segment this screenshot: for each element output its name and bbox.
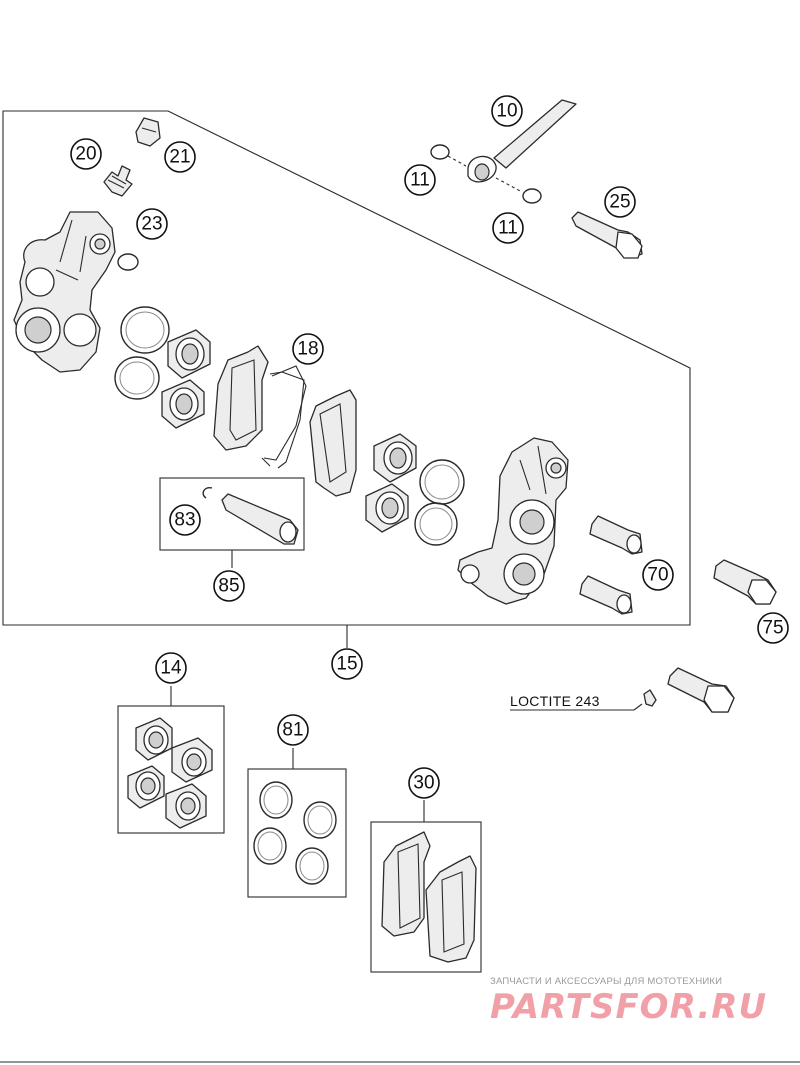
callout-75[interactable]: 75 <box>757 612 789 644</box>
axis-line-banjo <box>447 155 467 167</box>
callout-85[interactable]: 85 <box>213 570 245 602</box>
brake-pad-left <box>213 345 269 451</box>
pistons-right <box>365 433 417 533</box>
callout-21[interactable]: 21 <box>164 141 196 173</box>
callout-83[interactable]: 83 <box>169 504 201 536</box>
piston-seals-right <box>414 459 465 546</box>
svg-text:83: 83 <box>174 510 195 531</box>
svg-text:21: 21 <box>169 147 190 168</box>
assembly-frame-15 <box>2 110 691 626</box>
svg-text:25: 25 <box>609 192 630 213</box>
pad-pin-83 <box>202 486 299 545</box>
loctite-label: LOCTITE 243 <box>510 693 600 709</box>
pistons-left <box>161 329 211 429</box>
svg-text:30: 30 <box>413 773 434 794</box>
svg-text:10: 10 <box>496 101 517 122</box>
svg-text:18: 18 <box>297 339 318 360</box>
pad-spring-18 <box>261 365 307 469</box>
callout-11-top[interactable]: 11 <box>404 164 436 196</box>
svg-text:75: 75 <box>762 618 783 639</box>
callout-30[interactable]: 30 <box>408 767 440 799</box>
caliper-left-half <box>13 211 116 373</box>
washer-11b <box>522 188 542 204</box>
caliper-bolts-70 <box>579 515 643 615</box>
callout-15[interactable]: 15 <box>331 648 363 680</box>
bleeder-cap-21 <box>135 117 161 147</box>
o-ring-23 <box>117 253 139 271</box>
loctite-drop-icon <box>643 689 657 707</box>
kit-box-81 <box>247 768 347 898</box>
kit-box-30 <box>370 821 482 973</box>
watermark-tagline: ЗАПЧАСТИ И АКСЕССУАРЫ ДЛЯ МОТОТЕХНИКИ <box>490 976 722 987</box>
seal-kit-81 <box>253 781 337 885</box>
callout-70[interactable]: 70 <box>642 559 674 591</box>
bleeder-screw-20 <box>103 165 133 197</box>
mounting-bolt-75 <box>713 559 777 605</box>
watermark-logo: PARTSFOR.RU <box>490 987 767 1027</box>
washer-11a <box>430 144 450 160</box>
callout-18[interactable]: 18 <box>292 333 324 365</box>
svg-text:15: 15 <box>336 654 357 675</box>
pad-kit-30 <box>381 831 477 963</box>
svg-text:14: 14 <box>160 658 182 679</box>
piston-seals-left <box>114 306 170 400</box>
callout-25[interactable]: 25 <box>604 186 636 218</box>
svg-text:85: 85 <box>218 576 239 597</box>
loctite-leader <box>633 703 643 711</box>
brake-hose-10 <box>467 99 577 183</box>
caliper-right-half <box>457 437 569 605</box>
piston-kit-14 <box>127 717 213 829</box>
callout-14[interactable]: 14 <box>155 652 187 684</box>
callout-10[interactable]: 10 <box>491 95 523 127</box>
svg-text:11: 11 <box>498 218 518 239</box>
banjo-bolt-25 <box>571 211 643 259</box>
axle-bolt <box>667 667 735 713</box>
brake-pad-right <box>309 389 357 497</box>
callout-20[interactable]: 20 <box>70 138 102 170</box>
callout-23[interactable]: 23 <box>136 208 168 240</box>
svg-text:11: 11 <box>410 170 430 191</box>
callout-11-bottom[interactable]: 11 <box>492 212 524 244</box>
svg-text:81: 81 <box>282 720 303 741</box>
callout-81[interactable]: 81 <box>277 714 309 746</box>
svg-text:20: 20 <box>75 144 96 165</box>
svg-text:23: 23 <box>141 214 162 235</box>
axis-line-washer <box>495 177 523 193</box>
svg-text:70: 70 <box>647 565 668 586</box>
